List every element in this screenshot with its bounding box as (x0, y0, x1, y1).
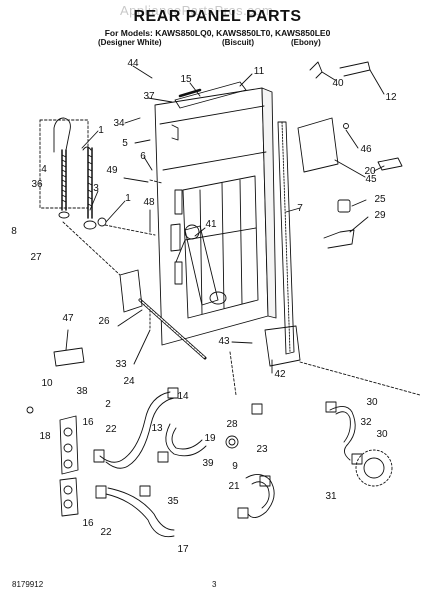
callout-44: 44 (127, 58, 139, 69)
callout-8: 8 (11, 226, 17, 237)
callout-41: 41 (205, 219, 217, 230)
callout-leaders (65, 65, 385, 374)
color-ebony: (Ebony) (291, 38, 321, 47)
callout-24: 24 (123, 376, 135, 387)
callout-23: 23 (256, 444, 268, 455)
callout-14: 14 (177, 391, 189, 402)
callout-3: 3 (93, 183, 99, 194)
leader-lines (62, 179, 421, 396)
clip (53, 347, 85, 367)
callout-39: 39 (202, 458, 214, 469)
callout-34: 34 (113, 118, 125, 129)
callout-4: 4 (41, 164, 47, 175)
watermark: AppliancePartsPros.com (120, 3, 274, 18)
callout-19: 19 (204, 433, 216, 444)
callout-12: 12 (385, 92, 397, 103)
callout-29: 29 (374, 210, 386, 221)
document-number: 8179912 (12, 580, 44, 589)
page-title: REAR PANEL PARTS (133, 8, 302, 25)
callout-30-upper: 30 (366, 397, 378, 408)
callout-25: 25 (374, 194, 386, 205)
callout-45: 45 (365, 174, 377, 185)
pump-assembly (175, 224, 227, 306)
callout-16-upper: 16 (82, 417, 94, 428)
callout-7: 7 (297, 203, 303, 214)
callout-1-lower: 1 (125, 193, 131, 204)
inlet-hoses (39, 117, 107, 230)
callout-17: 17 (177, 544, 189, 555)
callout-43: 43 (218, 336, 230, 347)
callout-5: 5 (122, 138, 128, 149)
callout-33: 33 (115, 359, 127, 370)
callout-40: 40 (332, 78, 344, 89)
side-rail (277, 121, 295, 355)
callout-26: 26 (98, 316, 110, 327)
cover-plate (264, 325, 301, 367)
drain-hose (119, 269, 207, 360)
rear-panel (154, 87, 277, 346)
callout-22-upper: 22 (105, 424, 117, 435)
callout-10: 10 (41, 378, 53, 389)
color-biscuit: (Biscuit) (222, 38, 254, 47)
page-number: 3 (212, 580, 217, 589)
callout-2: 2 (105, 399, 111, 410)
models-line: For Models: KAWS850LQ0, KAWS850LT0, KAWS… (104, 28, 331, 38)
callout-20: 20 (364, 166, 376, 177)
callout-15: 15 (180, 74, 192, 85)
callout-37: 37 (143, 91, 155, 102)
callout-35: 35 (167, 496, 179, 507)
callout-42: 42 (274, 369, 286, 380)
callout-32: 32 (360, 417, 372, 428)
callout-22-lower: 22 (100, 527, 112, 538)
callout-36: 36 (31, 179, 43, 190)
callout-47: 47 (62, 313, 74, 324)
callout-1-upper: 1 (98, 125, 104, 136)
callout-48: 48 (143, 197, 155, 208)
right-top-parts (297, 61, 403, 249)
callout-18: 18 (39, 431, 51, 442)
callout-21: 21 (228, 481, 240, 492)
color-designer-white: (Designer White) (98, 38, 162, 47)
callout-16-lower: 16 (82, 518, 94, 529)
callout-9: 9 (232, 461, 238, 472)
callout-27: 27 (30, 252, 42, 263)
callout-38: 38 (76, 386, 88, 397)
callout-13: 13 (151, 423, 163, 434)
lower-hoses (26, 387, 393, 538)
callout-28: 28 (226, 419, 238, 430)
callout-31: 31 (325, 491, 337, 502)
callout-6: 6 (140, 151, 146, 162)
callout-49: 49 (106, 165, 118, 176)
callout-46: 46 (360, 144, 372, 155)
callout-30-lower: 30 (376, 429, 388, 440)
callout-11: 11 (253, 66, 265, 77)
